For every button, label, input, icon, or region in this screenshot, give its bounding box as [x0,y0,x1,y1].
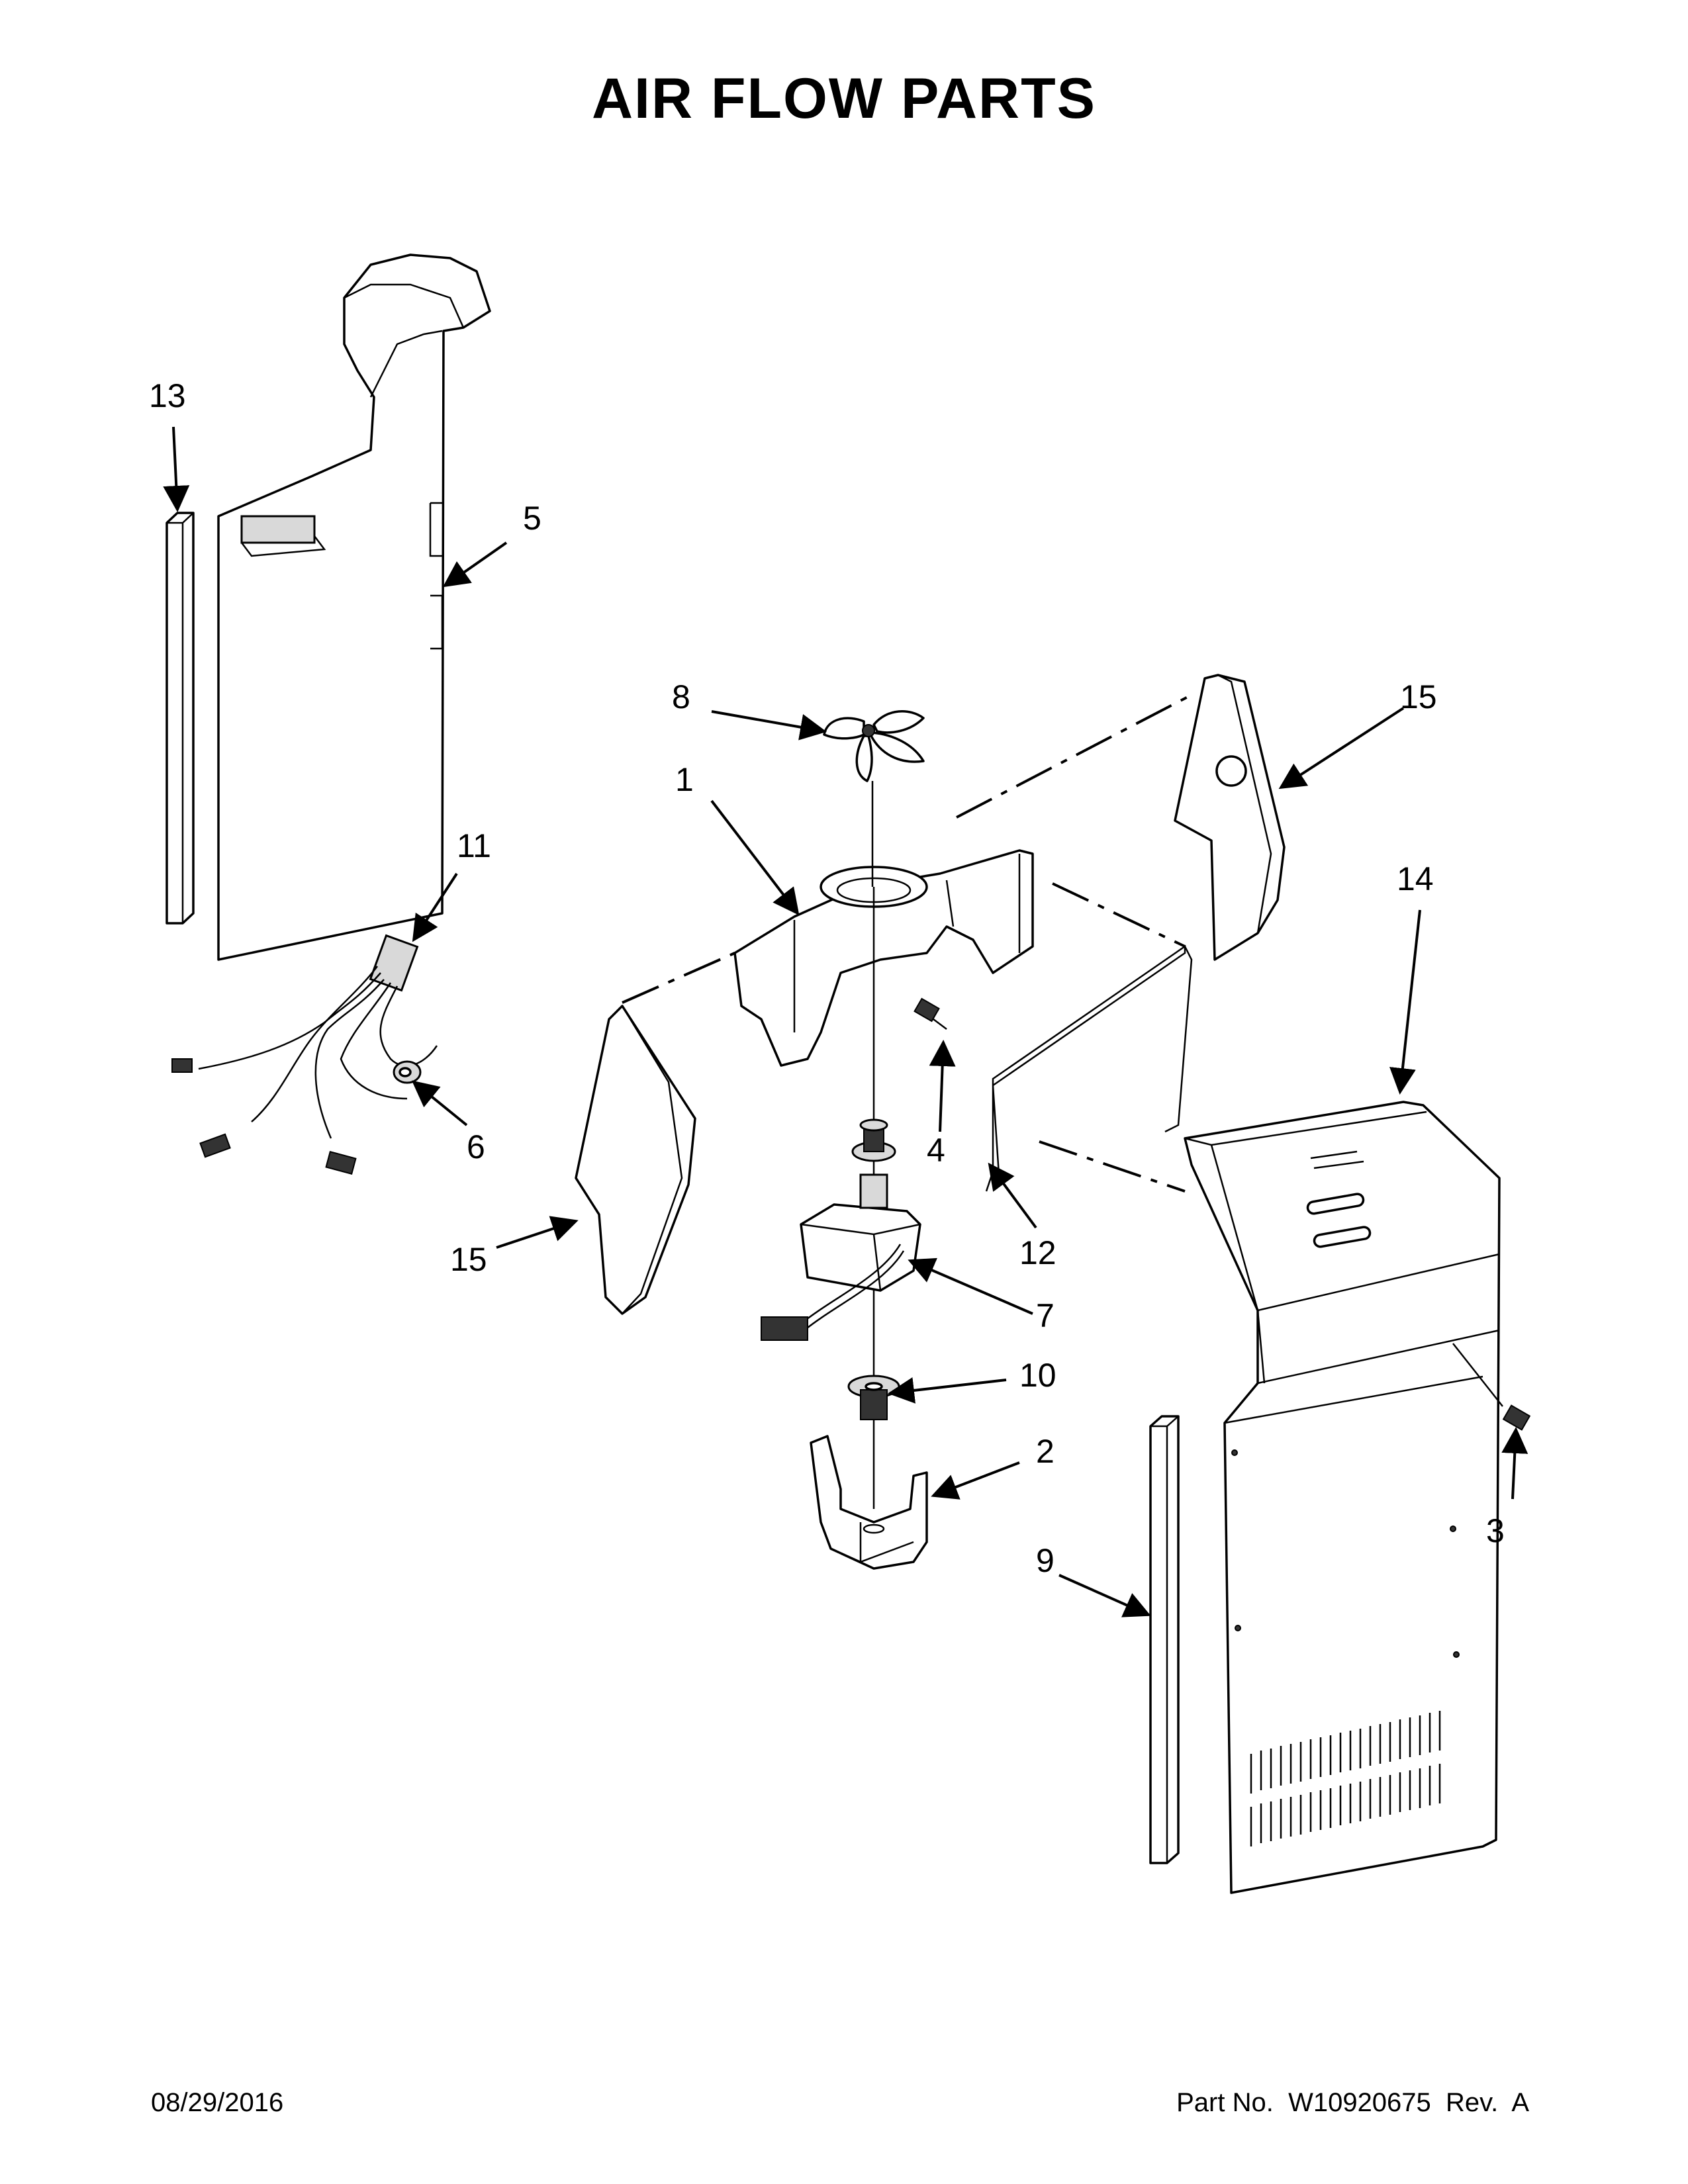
motor-bracket-part [810,1435,928,1570]
fan-housing-part [733,849,1034,1067]
callout-14: 14 [1397,860,1434,897]
wire-harness-part [171,934,438,1175]
callout-labels: 13 5 11 6 8 1 15 14 4 12 15 7 10 2 9 3 [149,377,1505,1579]
gasket-strip-left-part [165,512,195,925]
motor-grommet-lower-part [847,1375,900,1420]
callout-12: 12 [1019,1234,1056,1271]
screw-part-4 [914,997,947,1030]
rear-duct-panel-part [1184,1101,1501,1894]
callout-5: 5 [523,500,541,537]
screw-part-3 [1452,1343,1531,1431]
footer-date: 08/29/2016 [151,2088,284,2117]
page-title: AIR FLOW PARTS [591,67,1097,130]
vent-louvers [1250,1711,1441,1846]
callout-9: 9 [1036,1542,1055,1579]
leader-lines [163,426,1528,1617]
callout-1: 1 [675,761,694,798]
evaporator-cover-part [217,253,491,961]
gasket-strip-right-part [1149,1415,1180,1864]
assembly-lines [622,694,1192,1193]
footer-part-number: Part No. W10920675 Rev. A [1176,2088,1529,2117]
callout-7: 7 [1036,1297,1055,1334]
side-baffle-left-part [575,1005,696,1315]
callout-8: 8 [672,678,690,715]
callout-2: 2 [1036,1433,1055,1470]
motor-grommet-upper-part [851,1118,896,1162]
callout-10: 10 [1019,1357,1056,1394]
callout-4: 4 [927,1132,945,1169]
grommet-part [393,1060,422,1084]
callout-15-right: 15 [1400,678,1437,715]
side-baffle-right-part [1174,674,1286,961]
callout-11: 11 [457,827,491,864]
fan-motor-part [761,1173,921,1341]
wire-bracket-part [985,944,1193,1192]
callout-3: 3 [1486,1512,1505,1549]
callout-13: 13 [149,377,186,414]
fan-blade-part [823,710,925,887]
callout-15-left: 15 [450,1241,487,1278]
callout-6: 6 [467,1128,485,1165]
